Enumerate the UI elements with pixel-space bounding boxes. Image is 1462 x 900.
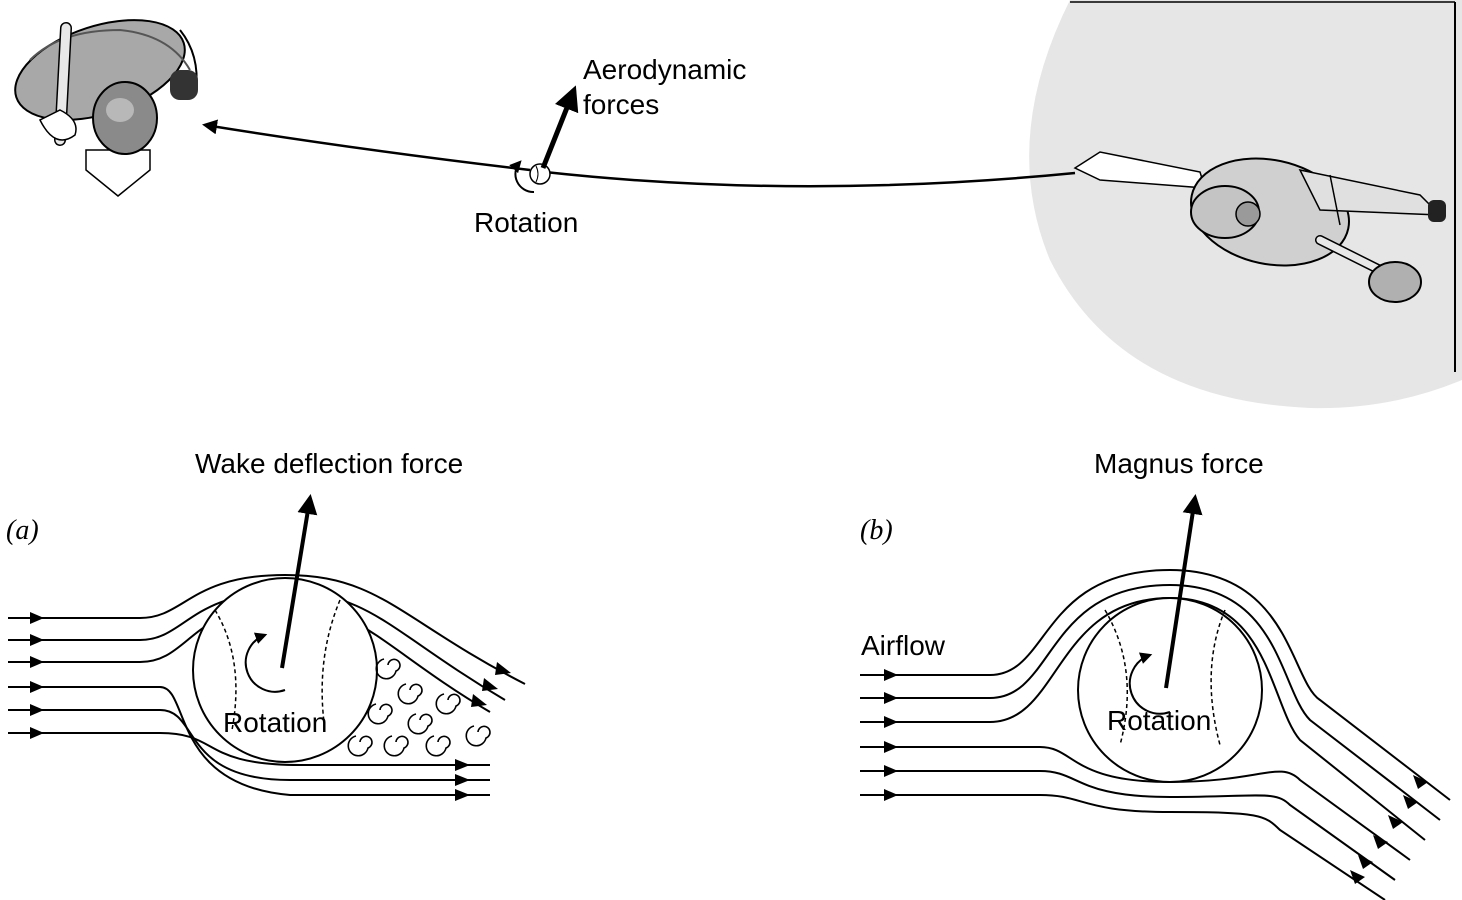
pitcher-figure-icon xyxy=(1073,151,1446,303)
panel-b-tag: (b) xyxy=(860,515,893,546)
baseball-icon xyxy=(529,163,551,185)
panel-a-flow-arrows xyxy=(30,612,511,801)
rotation-label-top: Rotation xyxy=(474,207,579,238)
trajectory-arrow xyxy=(202,119,531,172)
airflow-label: Airflow xyxy=(861,630,946,661)
rotation-arrow-top xyxy=(509,160,535,194)
baseball-icon xyxy=(1077,597,1263,783)
panel-b-flow-arrows xyxy=(884,669,1428,884)
aerodynamic-force-arrow xyxy=(540,85,579,169)
rotation-label-b: Rotation xyxy=(1107,705,1212,736)
aerodynamic-label-line1: Aerodynamic xyxy=(583,54,747,85)
rotation-label-a: Rotation xyxy=(223,707,328,738)
wake-force-arrow xyxy=(280,494,318,669)
vortex-icon xyxy=(347,658,491,757)
magnus-force-label: Magnus force xyxy=(1094,448,1264,479)
rotation-arrow-a xyxy=(244,632,286,693)
aerodynamic-label-line2: forces xyxy=(583,89,660,120)
wake-force-label: Wake deflection force xyxy=(195,448,464,479)
pitch-trajectory xyxy=(544,170,1076,188)
panel-a-tag: (a) xyxy=(6,515,39,546)
batter-figure-icon xyxy=(14,19,198,197)
magnus-force-arrow xyxy=(1164,494,1203,689)
rotation-arrow-b xyxy=(1128,652,1171,715)
